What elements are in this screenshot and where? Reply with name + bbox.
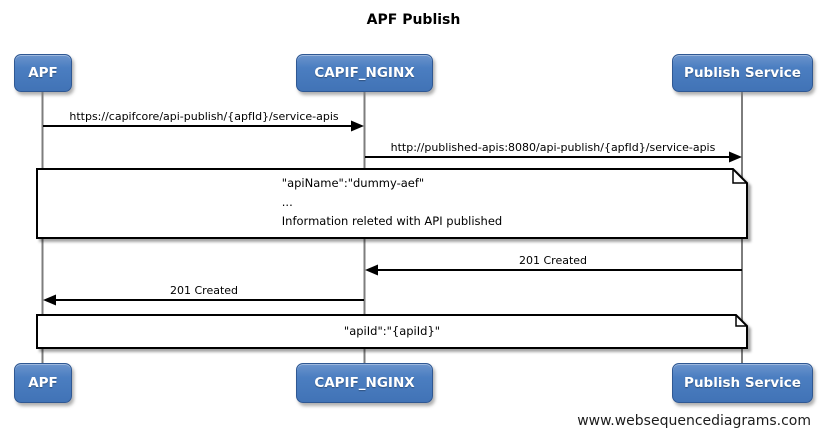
arrow-msg-1 <box>43 120 364 132</box>
actor-label: CAPIF_NGINX <box>314 375 415 391</box>
actor-bottom-apf: APF <box>14 363 72 403</box>
note-api-id <box>36 314 748 349</box>
actor-top-publish-service: Publish Service <box>672 54 813 92</box>
actor-label: Publish Service <box>684 65 801 81</box>
note-fold-icon <box>735 315 747 327</box>
note-shape <box>36 168 748 239</box>
arrowhead-left-icon <box>365 264 378 276</box>
note-line: ... <box>281 195 293 209</box>
message-label-201-created-left: 201 Created <box>169 284 239 297</box>
arrow-msg-3 <box>365 264 742 276</box>
arrowhead-left-icon <box>43 294 56 306</box>
arrowhead-right-icon <box>351 120 364 132</box>
websequencediagrams-watermark: www.websequencediagrams.com <box>577 413 811 429</box>
note-text-block: "apiName":"dummy-aef" ... Information re… <box>282 174 502 231</box>
actor-bottom-capif-nginx: CAPIF_NGINX <box>296 363 433 403</box>
actor-label: APF <box>28 375 58 391</box>
diagram-title: APF Publish <box>366 12 461 28</box>
note-api-id-text: "apiId":"{apiId}" <box>37 315 747 348</box>
actor-label: Publish Service <box>684 375 801 391</box>
actor-label: CAPIF_NGINX <box>314 65 415 81</box>
arrow-msg-4 <box>43 294 364 306</box>
message-label-forward-request: http://published-apis:8080/api-publish/{… <box>390 141 716 154</box>
actor-top-apf: APF <box>14 54 72 92</box>
actor-label: APF <box>28 65 58 81</box>
actor-bottom-publish-service: Publish Service <box>672 363 813 403</box>
arrowhead-right-icon <box>729 151 742 163</box>
note-fold-icon <box>732 169 747 184</box>
note-line: Information releted with API published <box>281 214 503 228</box>
note-line: "apiName":"dummy-aef" <box>281 176 425 190</box>
note-api-info-text: "apiName":"dummy-aef" ... Information re… <box>37 174 747 238</box>
message-label-201-created-right: 201 Created <box>518 254 588 267</box>
note-api-info <box>36 168 748 239</box>
note-text-block: "apiId":"{apiId}" <box>343 324 441 338</box>
arrow-msg-2 <box>365 151 742 163</box>
actor-top-capif-nginx: CAPIF_NGINX <box>296 54 433 92</box>
note-shape <box>36 314 748 349</box>
message-label-publish-request: https://capifcore/api-publish/{apfId}/se… <box>69 110 339 123</box>
